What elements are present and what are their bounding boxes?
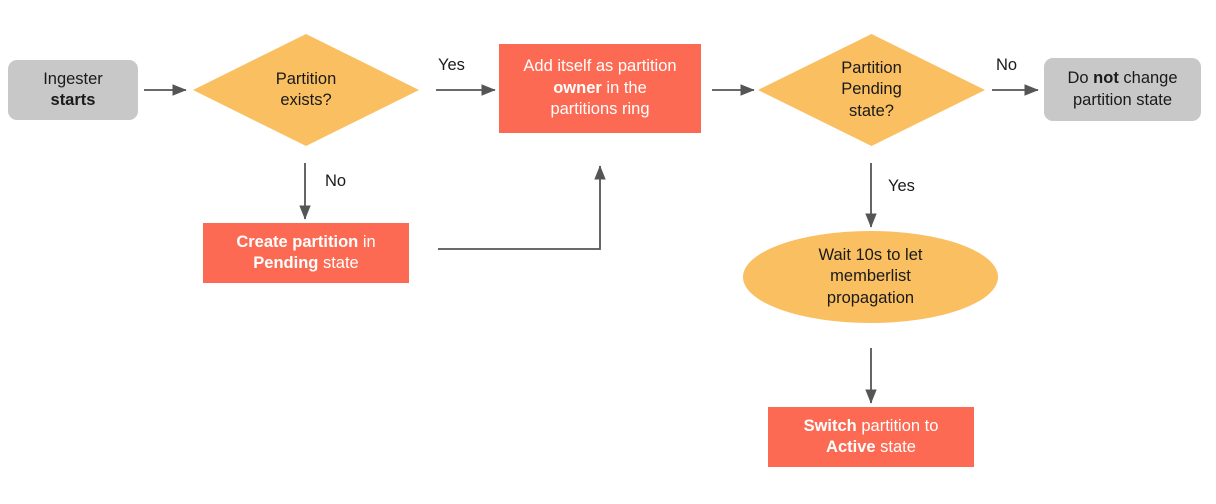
edge-label-pending-yes: Yes bbox=[888, 177, 915, 195]
edge-label-pending-no: No bbox=[996, 56, 1018, 74]
edge-label-exists-no: No bbox=[325, 172, 347, 190]
edge-label-exists-yes: Yes bbox=[438, 56, 465, 74]
diamond-shape-icon bbox=[758, 34, 985, 146]
edge-create-loop-to-add-owner bbox=[438, 165, 606, 250]
diamond-shape-icon bbox=[193, 34, 419, 146]
